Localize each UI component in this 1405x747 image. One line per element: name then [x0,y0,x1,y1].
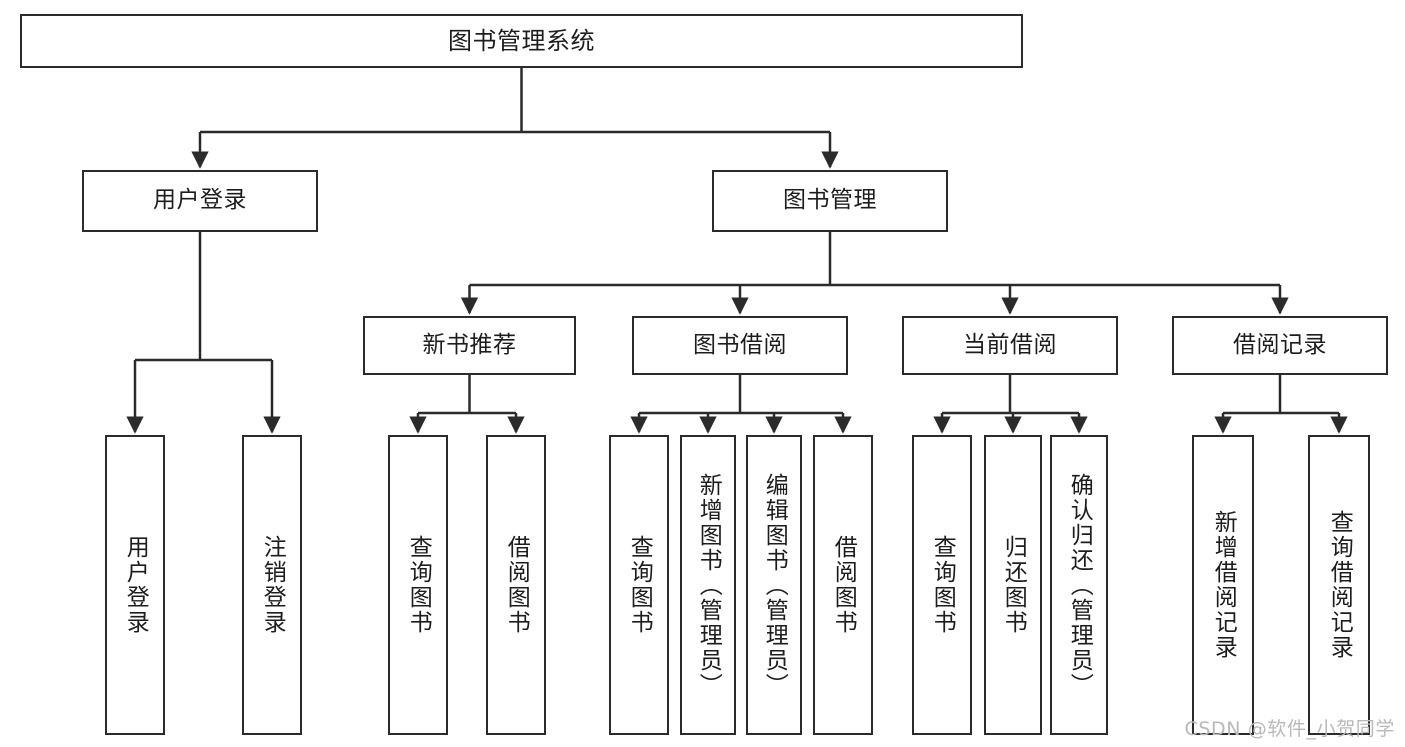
node-label: 当前借阅 [963,331,1057,358]
node-label: 图书借阅 [693,331,787,358]
node-book-borrow[interactable]: 图书借阅 [632,316,848,375]
node-label: 编辑图书（管理员） [761,472,788,698]
node-leaf-user-login[interactable]: 用户登录 [105,435,165,735]
node-label: 注销登录 [259,535,286,635]
node-label: 新增借阅记录 [1210,510,1237,660]
node-leaf-cb-return[interactable]: 归还图书 [984,435,1042,735]
node-label: 借阅记录 [1233,331,1327,358]
node-label: 用户登录 [153,187,247,214]
node-root[interactable]: 图书管理系统 [20,14,1023,68]
node-label: 借阅图书 [503,535,530,635]
node-leaf-bb-add[interactable]: 新增图书（管理员） [680,435,736,735]
node-leaf-user-logout[interactable]: 注销登录 [242,435,302,735]
node-label: 新书推荐 [422,331,517,358]
node-leaf-rec-borrow[interactable]: 借阅图书 [486,435,546,735]
node-current-borrow[interactable]: 当前借阅 [902,316,1118,375]
node-leaf-cb-confirm[interactable]: 确认归还（管理员） [1050,435,1108,735]
node-label: 图书管理 [783,187,877,214]
node-leaf-br-query[interactable]: 查询借阅记录 [1308,435,1370,735]
node-user-login[interactable]: 用户登录 [82,170,318,232]
node-label: 查询图书 [626,535,653,635]
node-book-manage[interactable]: 图书管理 [712,170,948,232]
node-label: 借阅图书 [830,535,857,635]
node-leaf-cb-query[interactable]: 查询图书 [912,435,972,735]
node-leaf-rec-query[interactable]: 查询图书 [388,435,448,735]
node-label: 新增图书（管理员） [695,472,722,698]
node-label: 用户登录 [122,535,149,635]
node-label: 确认归还（管理员） [1066,472,1093,698]
node-leaf-br-add[interactable]: 新增借阅记录 [1192,435,1254,735]
node-new-book-rec[interactable]: 新书推荐 [363,316,576,375]
node-label: 查询借阅记录 [1326,510,1353,660]
node-label: 查询图书 [929,535,956,635]
node-borrow-record[interactable]: 借阅记录 [1172,316,1388,375]
node-leaf-bb-borrow[interactable]: 借阅图书 [813,435,873,735]
node-label: 归还图书 [1000,535,1027,635]
node-label: 查询图书 [405,535,432,635]
node-leaf-bb-query[interactable]: 查询图书 [609,435,669,735]
node-label: 图书管理系统 [448,26,595,55]
node-leaf-bb-edit[interactable]: 编辑图书（管理员） [746,435,802,735]
